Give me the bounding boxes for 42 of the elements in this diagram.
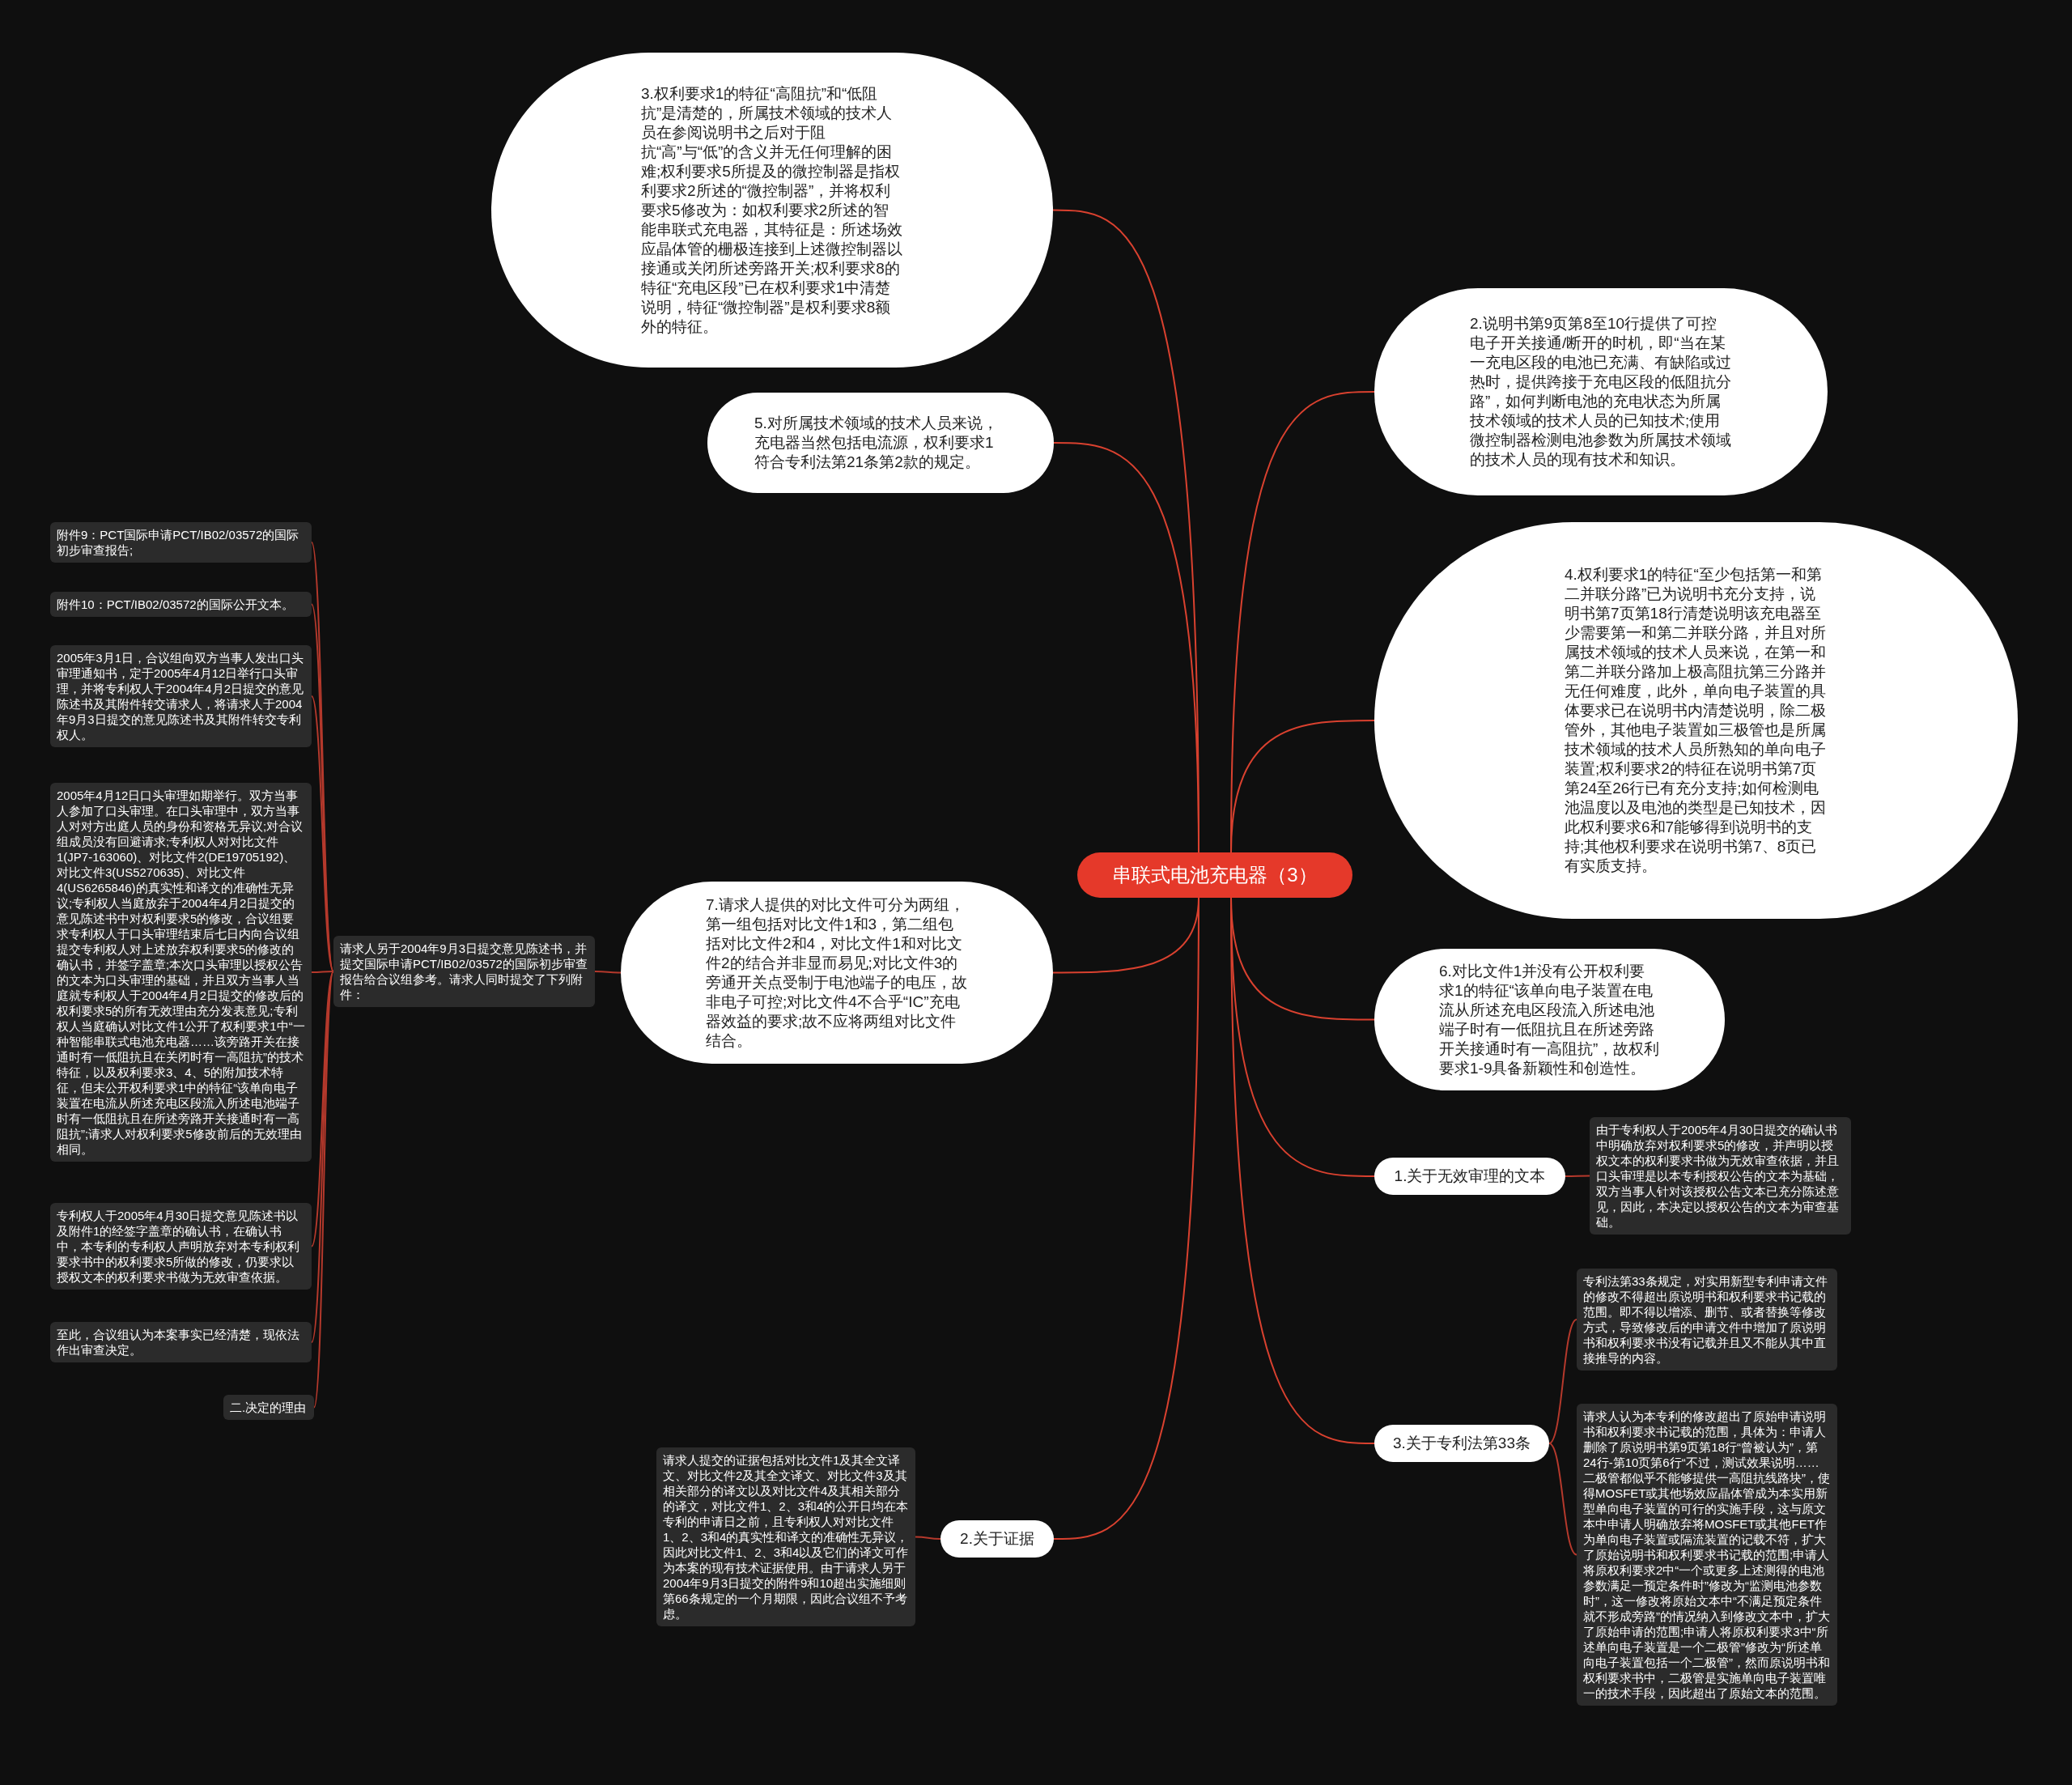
- topic-text: 专利权人于2005年4月30日提交意见陈述书以及附件1的经签字盖章的确认书，在确认书中，本专利的专利权人声明放弃对本专利权利要求书中的权利要求5所做的修改，仍要求以授权文本的权利要求书做为无效审查依据。: [57, 1208, 300, 1285]
- connector-line: [915, 1536, 941, 1540]
- connector-line: [311, 971, 334, 1343]
- topic-pill: [1374, 1425, 1549, 1462]
- connector-line: [1053, 897, 1199, 1540]
- connector-line: [311, 971, 334, 1247]
- connector-line: [311, 695, 334, 972]
- topic-text: 2005年3月1日，合议组向双方当事人发出口头审理通知书，定于2005年4月12日举行口头审理，并将专利权人于2004年4月2日提交的意见陈述书及其附件转交请求人，将请求人于2004年9月3日提交的意见陈述书及其附件转交专利权人。: [57, 650, 305, 742]
- topic-text: 7.请求人提供的对比文件可分为两组，第一组包括对比文件1和3，第二组包括对比文件2和4，对比文件1和对比文件2的结合并非显而易见;对比文件3的旁通开关点受制于电池端子的电压，故非电子可控;对比文件4不合乎“IC”充电器效益的要求;故不应将两组对比文件结合。: [706, 895, 968, 1051]
- topic-text: 1.关于无效审理的文本: [1393, 1167, 1547, 1186]
- topic-text: 串联式电池充电器（3）: [1111, 863, 1318, 887]
- topic-text: 请求人认为本专利的修改超出了原始申请说明书和权利要求书记载的范围，具体为：申请人删除了原说明书第9页第18行“曾被认为”，第24行-第10页第6行“不过，测试效果说明……二极管都似乎不能够提供一高阻抗线路块”，使得MOSFET或其他场效应晶体管成为本实用新型单向电子装置的可行的实施手段，这与原文本中申请人明确放弃将MOSFET或其他FET作为单向电子装置或隔流装置的记载不符，扩大了原始说明书和权利要求书记载的范围;申请人将原权利要求2中“一个或更多上述测得的电池参数满足一预定条件时”修改为“监测电池参数时”，这一修改将原始文本中“不满足预定条件就不形成旁路”的情况纳入到修改文本中，扩大了原始申请的范围;申请人将原权利要求3中“所述单向电子装置是一个二极管”修改为“所述单向电子装置包括一个二极管”，然而原说明书和权利要求书中，二极管是实施单向电子装置唯一的技术手段，因此超出了原始文本的范围。: [1583, 1409, 1831, 1701]
- connector-line: [1230, 720, 1375, 853]
- topic-text: 请求人提交的证据包括对比文件1及其全文译文、对比文件2及其全文译文、对比文件3及其相关部分的译文以及对比文件4及其相关部分的译文，对比文件1、2、3和4的公开日均在本专利的申请日之前，且专利权人对对比文件1、2、3和4的真实性和译文的准确性无异议，因此对比文件1、2、3和4以及它们的译文可作为本案的现有技术证据使用。由于请求人另于2004年9月3日提交的附件9和10超出实施细则第66条规定的一个月期限，因此合议组不予考虑。: [663, 1452, 909, 1621]
- topic-text: 由于专利权人于2005年4月30日提交的确认书中明确放弃对权利要求5的修改，并声明以授权文本的权利要求书做为无效审查依据，并且口头审理是以本专利授权公告的文本为基础，双方当事人针对该授权公告文本已充分陈述意见，因此，本决定以授权公告的文本为审查基础。: [1596, 1122, 1840, 1230]
- topic-text: 3.关于专利法第33条: [1392, 1434, 1531, 1453]
- topic-text: 附件10：PCT/IB02/03572的国际公开文本。: [57, 597, 295, 612]
- topic-text: 至此，合议组认为本案事实已经清楚，现依法作出审查决定。: [57, 1327, 300, 1358]
- root-topic: [1077, 852, 1352, 898]
- topic-text: 4.权利要求1的特征“至少包括第一和第二并联分路”已为说明书充分支持，说明书第7页第18行清楚说明该充电器至少需要第一和第二并联分路，并且对所属技术领域的技术人员来说，在第一和第二并联分路加上极高阻抗第三分路并无任何难度，此外，单向电子装置的具体要求已在说明书内清楚说明，除二极管外，其他电子装置如三极管也是所属技术领域的技术人员所熟知的单向电子装置;权利要求2的特征在说明书第7页第24至26行已有充分支持;如何检测电池温度以及电池的类型是已知技术，因此权利要求6和7能够得到说明书的支持;其他权利要求在说明书第7、8页已有实质支持。: [1565, 565, 1827, 876]
- note-card: [50, 1203, 312, 1290]
- note-card: [50, 592, 312, 617]
- connector-line: [1548, 1319, 1577, 1444]
- note-card: [50, 1322, 312, 1362]
- topic-text: 2.关于证据: [959, 1529, 1035, 1549]
- topic-text: 6.对比文件1并没有公开权利要求1的特征“该单向电子装置在电流从所述充电区段流入所述电池端子时有一低阻抗且在所述旁路开关接通时有一高阻抗”，故权利要求1-9具备新颖性和创造性。: [1439, 961, 1660, 1078]
- note-card: [223, 1395, 314, 1420]
- topic-text: 2005年4月12日口头审理如期举行。双方当事人参加了口头审理。在口头审理中，双方当事人对对方出庭人员的身份和资格无异议;对合议组成员没有回避请求;专利权人对对比文件1(JP7-163060)、对比文件2(DE19705192)、对比文件3(US5270635)、对比文件4(US6265846)的真实性和译文的准确性无异议;专利权人当庭放弃于2004年4月2日提交的意见陈述书中对权利要求5的修改，合议组要求专利权人于口头审理结束后七日内向合议组提交专利权人对上述放弃权利要求5的修改的确认书，并签字盖章;本次口头审理以授权公告的文本为口头审理的基础，并且双方当事人当庭就专利权人于2004年4月2日提交的修改后的权利要求5的所有无效理由充分发表意见;专利权人当庭确认对比文件1公开了权利要求1中“一种智能串联式电池充电器……该旁路开关在接通时有一低阻抗且在关闭时有一高阻抗”的技术特征，以及权利要求3、4、5的附加技术特征，但未公开权利要求1中的特征“该单向电子装置在电流从所述充电区段流入所述电池端子时有一低阻抗且在所述旁路开关接通时有一高阻抗”;请求人对权利要求5修改前后的无效理由相同。: [57, 788, 305, 1157]
- note-card: [333, 936, 595, 1007]
- topic-text: 3.权利要求1的特征“高阻抗”和“低阻抗”是清楚的，所属技术领域的技术人员在参阅说明书之后对于阻抗“高”与“低”的含义并无任何理解的困难;权利要求5所提及的微控制器是指权利要求2所述的“微控制器”，并将权利要求5修改为：如权利要求2所述的智能串联式充电器，其特征是：所述场效应晶体管的栅极连接到上述微控制器以接通或关闭所述旁路开关;权利要求8的特征“充电区段”已在权利要求1中清楚说明，特征“微控制器”是权利要求8额外的特征。: [641, 83, 903, 337]
- topic-text: 专利法第33条规定，对实用新型专利申请文件的修改不得超出原说明书和权利要求书记载的范围。即不得以增添、删节、或者替换等修改方式，导致修改后的申请文件中增加了原说明书和权利要求书没有记载并且又不能从其中直接推导的内容。: [1583, 1273, 1828, 1366]
- topic-text: 请求人另于2004年9月3日提交意见陈述书，并提交国际申请PCT/IB02/03572的国际初步审查报告给合议组参考。请求人同时提交了下列附件：: [340, 941, 588, 1002]
- topic-pill: [1374, 1158, 1565, 1195]
- connector-line: [311, 971, 334, 973]
- topic-text: 2.说明书第9页第8至10行提供了可控电子开关接通/断开的时机，即“当在某一充电区段的电池已充满、有缺陷或过热时，提供跨接于充电区段的低阻抗分路”，如何判断电池的充电状态为所属技术领域的技术人员的已知技术;使用微控制器检测电池参数为所属技术领域的技术人员的现有技术和知识。: [1470, 314, 1732, 470]
- note-card: [50, 522, 312, 563]
- connector-line: [594, 971, 622, 974]
- topic-text: 5.对所属技术领域的技术人员来说，充电器当然包括电流源，权利要求1符合专利法第21条第2款的规定。: [754, 414, 999, 472]
- topic-text: 二.决定的理由: [230, 1400, 308, 1415]
- topic-pill: [940, 1520, 1054, 1558]
- topic-text: 附件9：PCT国际申请PCT/IB02/03572的国际初步审查报告;: [57, 527, 300, 558]
- connector-line: [1565, 1175, 1590, 1177]
